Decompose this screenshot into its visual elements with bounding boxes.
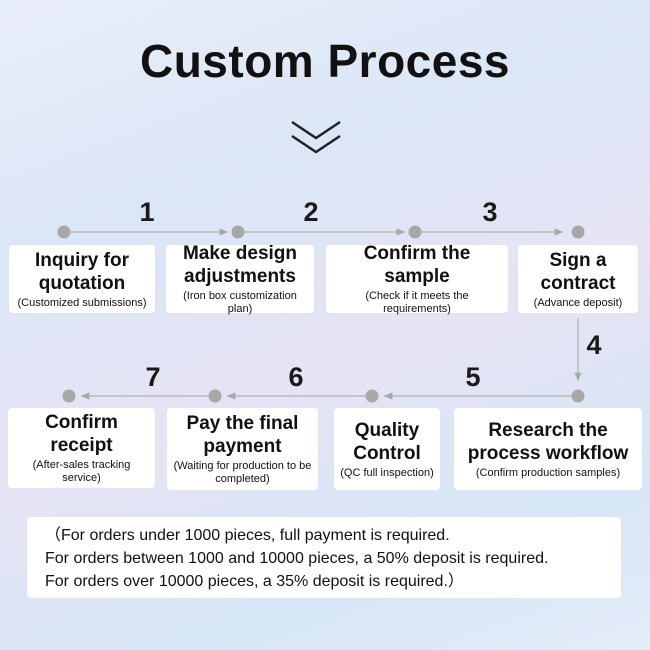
step-box-contract: Sign a contract (Advance deposit) xyxy=(518,245,638,313)
step-number-2: 2 xyxy=(303,197,319,227)
step-title: Confirm the sample xyxy=(363,243,471,287)
payment-note-line: For orders between 1000 and 10000 pieces… xyxy=(45,550,549,567)
node-3 xyxy=(408,225,422,239)
node-8 xyxy=(62,389,76,403)
step-subtitle: (Advance deposit) xyxy=(533,296,623,309)
node-2 xyxy=(231,225,245,239)
step-number-1: 1 xyxy=(139,197,155,227)
step-subtitle: (Waiting for production to be completed) xyxy=(173,460,312,485)
step-number-6: 6 xyxy=(288,362,304,392)
step-title: Pay the final payment xyxy=(186,413,299,457)
step-title: Sign a contract xyxy=(540,249,616,294)
step-box-final-payment: Pay the final payment (Waiting for produ… xyxy=(167,408,318,490)
step-subtitle: (After-sales tracking service) xyxy=(32,459,131,484)
step-number-3: 3 xyxy=(482,197,498,227)
payment-note: （For orders under 1000 pieces, full paym… xyxy=(27,517,621,598)
node-1 xyxy=(57,225,71,239)
step-box-quality-control: Quality Control (QC full inspection) xyxy=(334,408,440,490)
step-subtitle: (Iron box customization plan) xyxy=(183,290,297,315)
node-4 xyxy=(571,225,585,239)
step-title: Research the process workflow xyxy=(467,419,629,464)
page-title: Custom Process xyxy=(139,35,510,87)
step-box-inquiry: Inquiry for quotation (Customized submis… xyxy=(9,245,155,313)
double-chevron-down-icon xyxy=(291,120,341,154)
step-number-5: 5 xyxy=(465,362,481,392)
step-number-4: 4 xyxy=(586,330,602,360)
step-box-receipt: Confirm receipt (After-sales tracking se… xyxy=(8,408,155,488)
step-subtitle: (QC full inspection) xyxy=(340,466,434,479)
step-title: Inquiry for quotation xyxy=(35,249,129,294)
step-box-design: Make design adjustments (Iron box custom… xyxy=(166,243,314,315)
step-subtitle: (Check if it meets the requirements) xyxy=(365,290,469,315)
node-5 xyxy=(571,389,585,403)
step-number-7: 7 xyxy=(145,362,161,392)
node-7 xyxy=(208,389,222,403)
step-title: Confirm receipt xyxy=(45,412,118,456)
payment-note-line: （For orders under 1000 pieces, full paym… xyxy=(45,527,450,544)
node-6 xyxy=(365,389,379,403)
step-title: Quality Control xyxy=(353,419,421,464)
step-subtitle: (Customized submissions) xyxy=(17,296,147,309)
step-box-research: Research the process workflow (Confirm p… xyxy=(454,408,642,490)
step-box-sample: Confirm the sample (Check if it meets th… xyxy=(326,243,508,315)
step-title: Make design adjustments xyxy=(182,243,298,287)
payment-note-line: For orders over 10000 pieces, a 35% depo… xyxy=(45,573,464,590)
step-subtitle: (Confirm production samples) xyxy=(475,466,621,479)
